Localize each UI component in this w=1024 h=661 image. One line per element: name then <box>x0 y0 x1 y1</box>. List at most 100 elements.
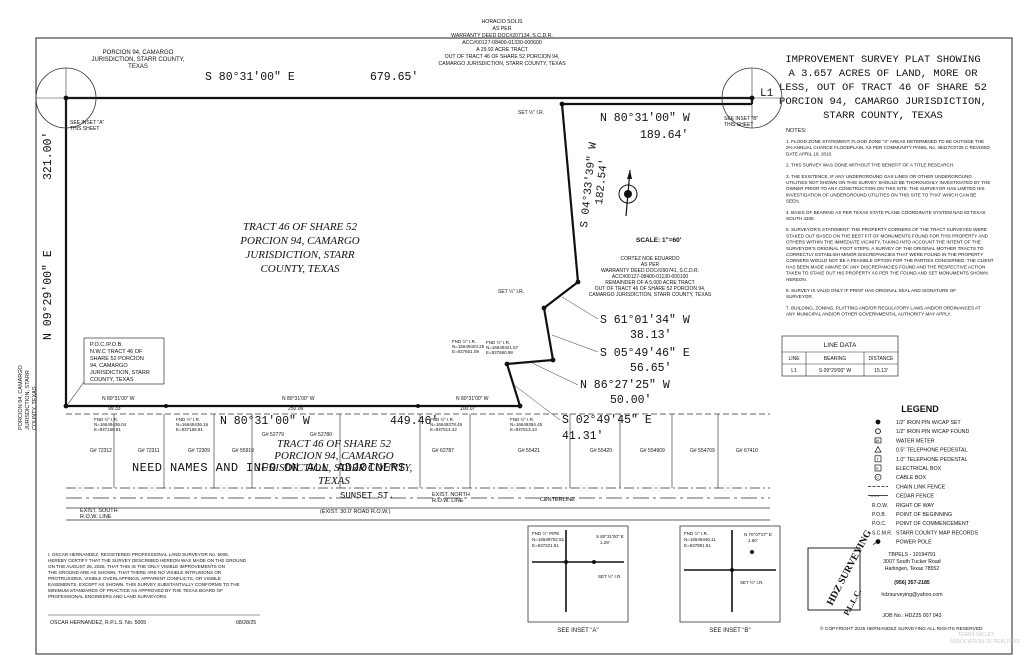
svg-text:x x x: x x x <box>871 493 879 498</box>
svg-text:JURISDICTION, STARR: JURISDICTION, STARR <box>90 370 150 376</box>
svg-text:679.65': 679.65' <box>370 71 418 84</box>
inset-a: FND ½" PIPE N=16649762.51 E=937221.51 S … <box>527 525 629 634</box>
legend-item-label: 1.0" TELEPHONE PEDESTAL <box>896 457 968 463</box>
signature-name: OSCAR HERNANDEZ, R.P.L.S. No. 5005 <box>50 620 146 626</box>
see-inset-a-note: SEE INSET "A" THIS SHEET <box>70 120 105 132</box>
company-logo: HDZ SURVEYING P.L.L.C. <box>807 528 874 617</box>
lot-label: G# 554909 <box>640 448 665 454</box>
east-neighbor-label: CORTEZ NOE EDUARDO AS PER WARRANTY DEED … <box>589 256 712 298</box>
svg-text:N=16649436.04: N=16649436.04 <box>94 422 127 427</box>
svg-text:FND ½" I.R.: FND ½" I.R. <box>510 416 534 422</box>
set-iron-note-ne: SET ½" I.R. <box>518 109 544 116</box>
svg-text:N 80°31'00" W: N 80°31'00" W <box>102 396 135 402</box>
svg-text:(956) 357-2185: (956) 357-2185 <box>894 580 930 586</box>
svg-text:N 80°31'00" W: N 80°31'00" W <box>220 415 310 428</box>
svg-text:COUNTY, TEXAS: COUNTY, TEXAS <box>260 263 340 275</box>
svg-text:TRACT 46 OF SHARE 52: TRACT 46 OF SHARE 52 <box>243 221 358 233</box>
svg-text:hdzsurveying@yahoo.com: hdzsurveying@yahoo.com <box>881 592 942 598</box>
found-iron-note-6: FND ½" I.R. N=16649421.57 E=937660.98 <box>486 339 519 355</box>
svg-text:TRACT 46 OF SHARE 52: TRACT 46 OF SHARE 52 <box>277 438 392 450</box>
svg-text:SEE INSET "B": SEE INSET "B" <box>709 628 750 634</box>
legend-item: P.O.C.POINT OF COMMENCEMENT <box>872 521 970 527</box>
svg-text:JURISDICTION, STARR COUNTY,: JURISDICTION, STARR COUNTY, <box>256 462 413 474</box>
svg-text:3007 South Tucker Road: 3007 South Tucker Road <box>883 559 941 565</box>
svg-text:CORTEZ NOE EDUARDO: CORTEZ NOE EDUARDO <box>620 256 679 262</box>
svg-text:SEE INSET "A": SEE INSET "A" <box>557 628 598 634</box>
lot-label: G# 67410 <box>736 448 758 454</box>
lot-label: G# 72312 <box>90 448 112 454</box>
svg-text:C: C <box>876 476 879 480</box>
svg-text:ACC#00127-08400-01130-000100: ACC#00127-08400-01130-000100 <box>612 274 689 280</box>
svg-text:56.65': 56.65' <box>630 362 671 375</box>
north-line-call: S 80°31'00" E 679.65' <box>205 71 418 84</box>
cable-box-icon: C <box>874 473 882 481</box>
svg-text:DISTANCE: DISTANCE <box>869 356 895 362</box>
svg-text:A 29.92 ACRE TRACT: A 29.92 ACRE TRACT <box>476 47 529 53</box>
lot-label: G# 62787 <box>432 448 454 454</box>
notes-list: 1. FLOOD ZONE STATEMENT: FLOOD ZONE "X" … <box>786 139 994 317</box>
svg-text:94, CAMARGO: 94, CAMARGO <box>90 363 128 369</box>
svg-text:AS PER: AS PER <box>641 262 660 268</box>
iron-pin-markers <box>63 95 755 409</box>
cedar-fence-icon: x x x <box>868 493 888 498</box>
street-row: (EXIST. 30.0' ROAD R.O.W.) <box>320 509 391 515</box>
see-inset-b-note: SEE INSET "B" THIS SHEET <box>724 116 759 128</box>
legend-item-label: WATER METER <box>896 438 935 444</box>
company-info: TBPELS - 10194791 3007 South Tucker Road… <box>881 552 942 619</box>
svg-text:EXIST. SOUTH: EXIST. SOUTH <box>80 508 118 514</box>
legend-item: 1/2" IRON PIN W/CAP SET <box>875 419 962 426</box>
iron-pin-found-icon <box>875 428 881 435</box>
legend-item-label: POINT OF COMMENCEMENT <box>896 521 970 527</box>
surveyor-certification: I, OSCAR HERNANDEZ, REGISTERED PROFESSIO… <box>48 552 247 599</box>
segment-calls: S 61°01'34" W 38.13' S 05°49'46" E 56.65… <box>562 314 690 443</box>
svg-text:FND ½" I.R.: FND ½" I.R. <box>684 530 708 536</box>
svg-text:S 80°31'00" E: S 80°31'00" E <box>596 534 624 539</box>
svg-text:S 61°01'34" W: S 61°01'34" W <box>600 314 690 327</box>
svg-text:P.O.C./P.O.B.: P.O.C./P.O.B. <box>90 342 123 348</box>
lot-label: G# 554709 <box>690 448 715 454</box>
svg-text:STARR COUNTY, TEXAS: STARR COUNTY, TEXAS <box>823 110 943 122</box>
iron-pin-set-icon <box>875 419 881 425</box>
south-row-label: EXIST. SOUTH R.O.W. LINE <box>80 508 118 520</box>
svg-text:JURISDICTION, STARR: JURISDICTION, STARR <box>245 249 354 261</box>
svg-text:E=937601.09: E=937601.09 <box>452 349 479 354</box>
svg-text:IMPROVEMENT SURVEY PLAT SHOWIN: IMPROVEMENT SURVEY PLAT SHOWING <box>785 54 980 66</box>
centerline-label: CENTERLINE <box>540 497 575 503</box>
svg-text:N.W.C TRACT 46 OF: N.W.C TRACT 46 OF <box>90 349 143 355</box>
lot-label: G# 55919 <box>232 448 254 454</box>
svg-text:N 80°31'00" W: N 80°31'00" W <box>282 396 315 402</box>
legend-item: R.O.W.RIGHT OF WAY <box>872 503 935 509</box>
svg-text:OUT OF TRACT 46 OF SHARE 52 PO: OUT OF TRACT 46 OF SHARE 52 PORCION 94, <box>445 54 560 60</box>
tract-label: TRACT 46 OF SHARE 52 PORCION 94, CAMARGO… <box>239 221 360 275</box>
lot-labels: G# 72312 G# 72311 G# 72309 G# 55919 G# 5… <box>90 432 758 454</box>
svg-text:N 86°27'25" W: N 86°27'25" W <box>580 379 670 392</box>
svg-text:THIS SHEET: THIS SHEET <box>724 122 753 128</box>
found-iron-note-4: FND ½" I.R. N=16649384.45 E=937613.13 <box>510 416 543 432</box>
porcion-94-label: PORCION 94, CAMARGO JURISDICTION, STARR … <box>91 50 184 70</box>
plat-title: IMPROVEMENT SURVEY PLAT SHOWING A 3.657 … <box>779 54 987 122</box>
pob-abbr: P.O.B. <box>872 512 886 518</box>
svg-text:S 80°31'00" E: S 80°31'00" E <box>205 71 295 84</box>
svg-text:N 09°29'00" E: N 09°29'00" E <box>42 250 55 340</box>
svg-text:COUNTY, TEXAS: COUNTY, TEXAS <box>32 386 38 430</box>
ne-top-call: N 80°31'00" W 189.64' <box>600 112 690 142</box>
legend-item: S.C.M.R.STARR COUNTY MAP RECORDS <box>872 530 979 536</box>
svg-text:SET ½" I.R.: SET ½" I.R. <box>598 573 622 579</box>
certification-text: I, OSCAR HERNANDEZ, REGISTERED PROFESSIO… <box>48 552 247 599</box>
svg-text:449.46': 449.46' <box>390 415 438 428</box>
power-pole-icon <box>872 539 881 545</box>
legend-item-label: 0.5" TELEPHONE PEDESTAL <box>896 448 968 454</box>
west-side-label: PORCION 94, CAMARGO JURISDICTION, STARR … <box>18 364 38 430</box>
svg-text:FND ½" I.R.: FND ½" I.R. <box>486 339 510 345</box>
legend-item: POWER POLE <box>872 539 932 546</box>
svg-text:LESS, OUT OF TRACT 46 OF SHARE: LESS, OUT OF TRACT 46 OF SHARE 52 <box>779 82 987 94</box>
line-data-table: LINE DATA LINE BEARING DISTANCE L1 S 09°… <box>781 335 899 377</box>
lot-label: G# 52779 <box>262 432 284 438</box>
svg-text:N=16649384.45: N=16649384.45 <box>510 422 543 427</box>
svg-text:E=937168.81: E=937168.81 <box>176 427 203 432</box>
south-line-call: N 80°31'00" W 449.46' <box>220 415 438 428</box>
legend-item: CHAIN LINK FENCE <box>868 484 946 490</box>
north-arrow-icon <box>618 169 638 217</box>
